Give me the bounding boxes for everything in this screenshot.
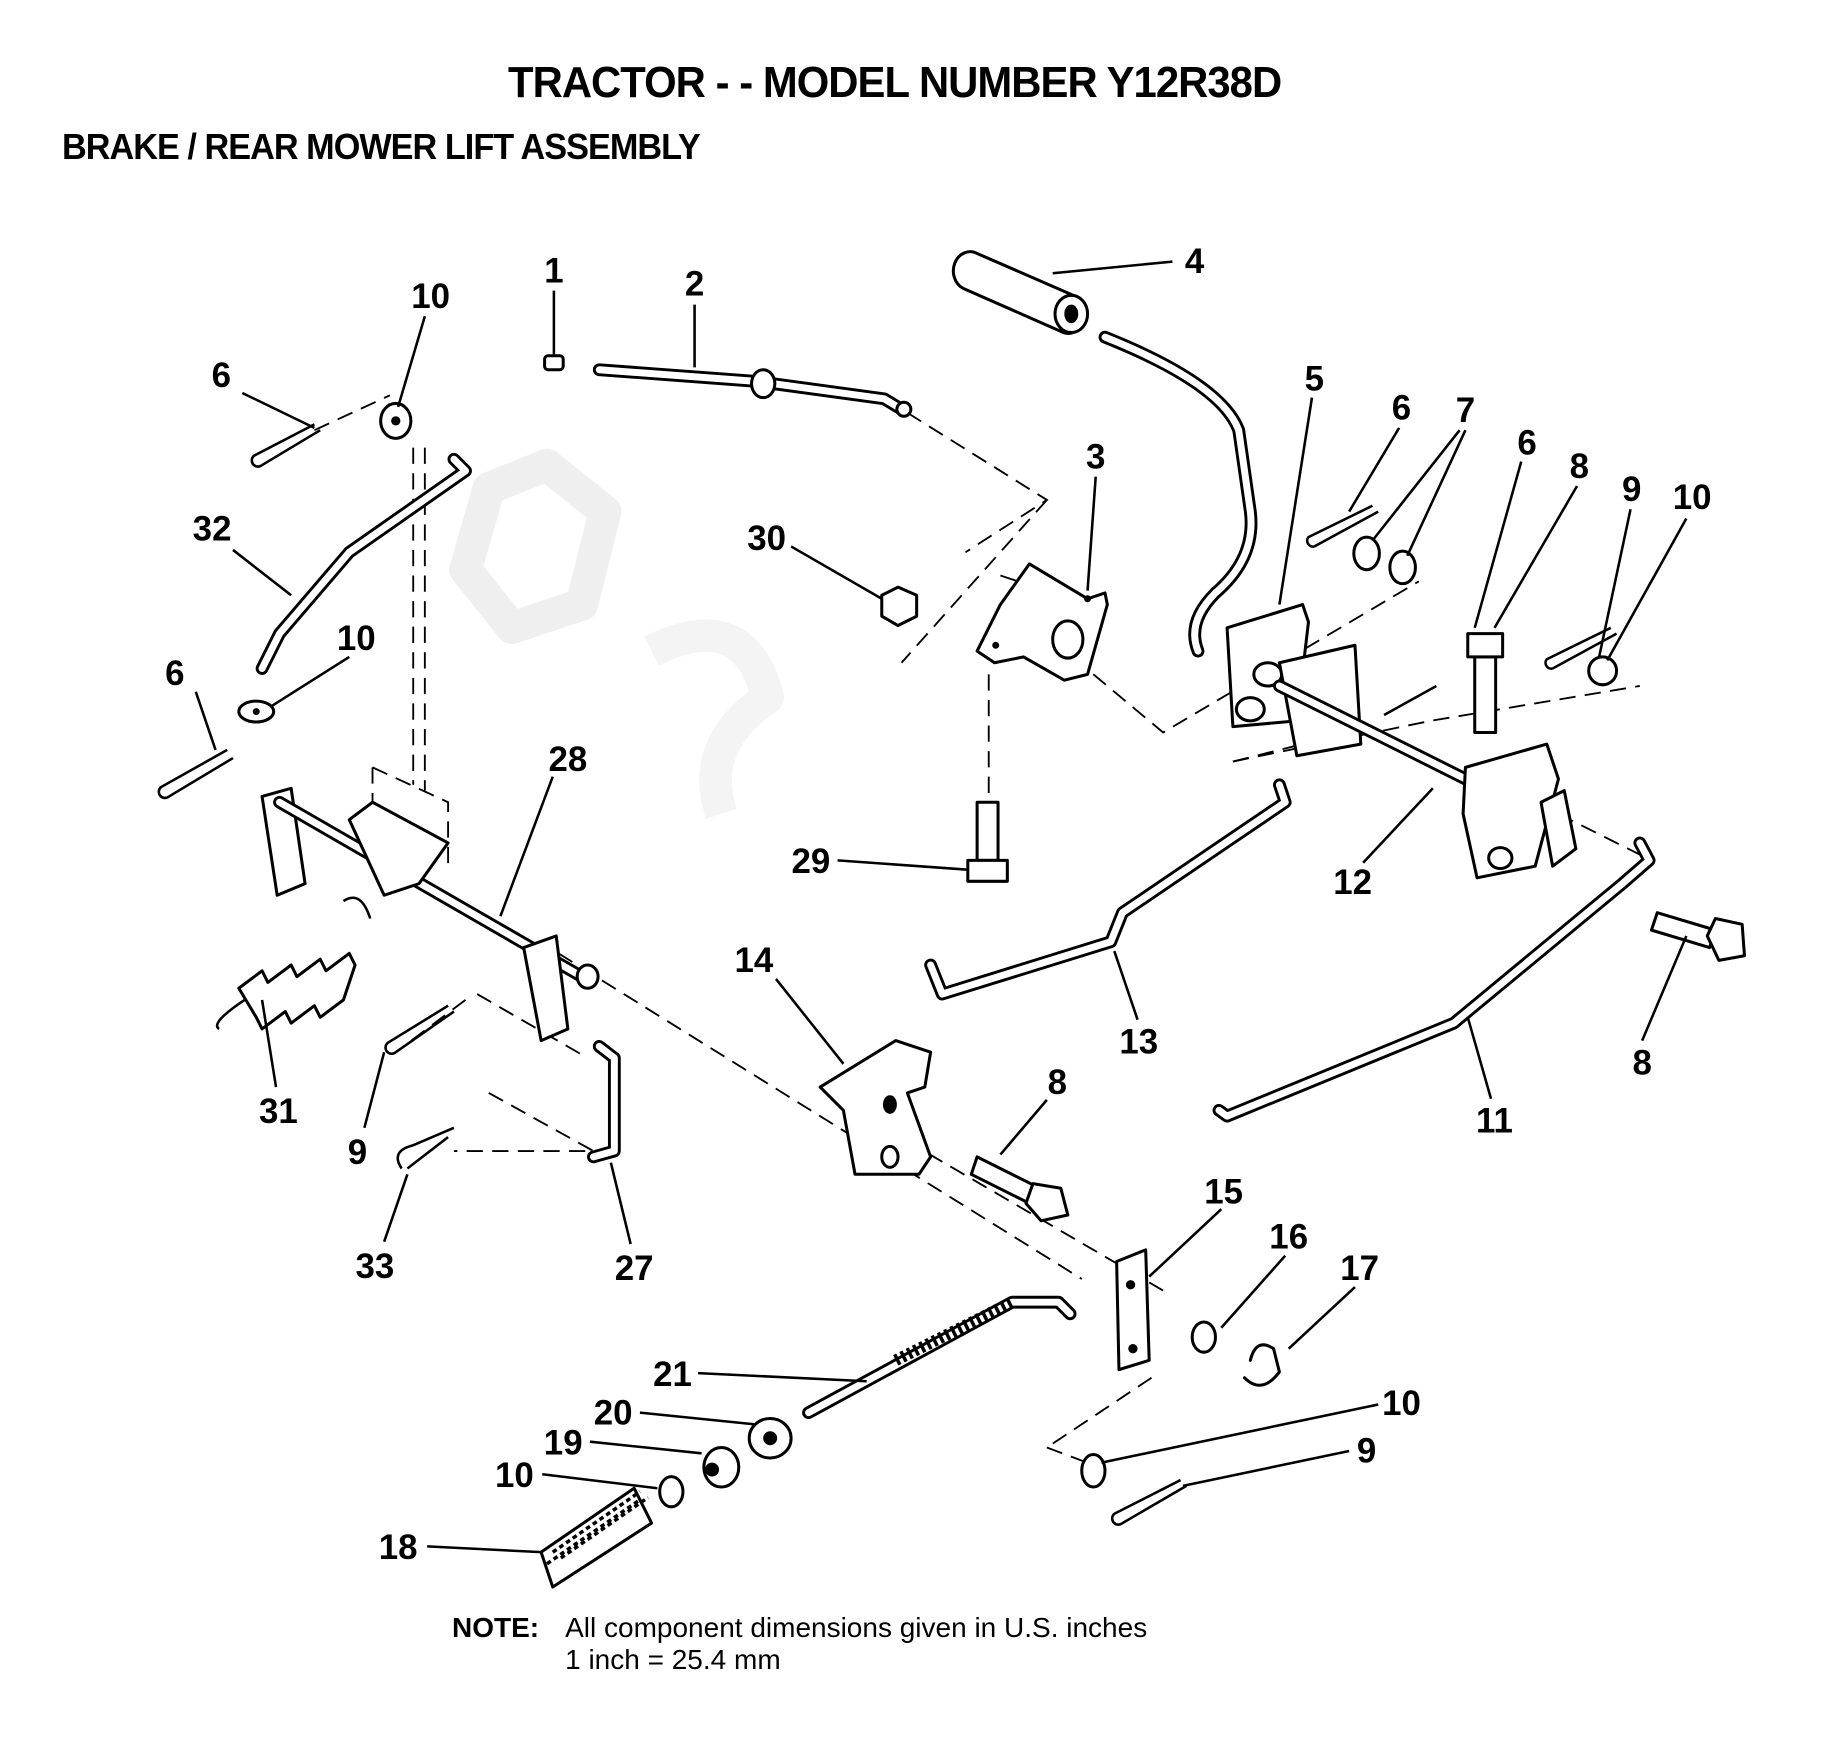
assembly-title: BRAKE / REAR MOWER LIFT ASSEMBLY (62, 126, 701, 167)
callout: 6 (1392, 389, 1411, 428)
callout: 7 (1456, 391, 1475, 430)
part-4-lift-handle-grip (951, 250, 1090, 335)
callout: 27 (615, 1249, 654, 1288)
callout: 10 (1382, 1384, 1421, 1423)
callout: 28 (548, 740, 587, 779)
callout: 8 (1632, 1043, 1651, 1082)
part-30-nut (880, 585, 919, 628)
callout: 1 (544, 252, 563, 291)
callout: 8 (1048, 1063, 1067, 1102)
dimension-note: NOTE: All component dimensions given in … (452, 1612, 1147, 1676)
callout: 2 (685, 264, 704, 303)
part-11-rod (1212, 836, 1656, 1123)
callout-labels: 1 2 4 10 6 5 6 7 6 8 9 10 3 30 32 10 6 2… (165, 242, 1711, 1567)
callout: 9 (1622, 470, 1641, 509)
callout: 6 (1517, 424, 1536, 463)
callout: 6 (165, 654, 184, 693)
part-13-rod (924, 778, 1292, 1001)
callout: 10 (337, 619, 376, 658)
part-1-grease-fitting (543, 354, 565, 372)
callout: 8 (1570, 447, 1589, 486)
callout: 3 (1086, 438, 1105, 477)
part-8-bolt-right (1649, 911, 1746, 962)
part-27-link (587, 1040, 621, 1164)
part-19-nut (702, 1446, 741, 1489)
part-10-washers (237, 401, 1619, 1509)
callout-leaders (194, 260, 1688, 1554)
part-29-bolt (966, 800, 1009, 883)
callout: 11 (1476, 1101, 1513, 1140)
page-title: TRACTOR - - MODEL NUMBER Y12R38D (508, 58, 1282, 107)
callout: 10 (411, 277, 450, 316)
callout: 19 (544, 1423, 583, 1462)
part-21-rod (802, 1295, 1077, 1420)
part-28-brake-shaft (260, 786, 600, 1043)
part-32-rod (255, 452, 472, 675)
callout: 12 (1333, 863, 1372, 902)
callout: 29 (791, 842, 830, 881)
callout: 16 (1269, 1218, 1308, 1257)
part-6-cotter-pins (157, 423, 1437, 800)
part-15-bracket (1115, 1248, 1151, 1372)
part-12-lift-shaft-assembly (1273, 643, 1578, 880)
callout: 13 (1119, 1022, 1158, 1061)
callout: 18 (379, 1528, 418, 1567)
part-5-lift-lever (1098, 330, 1310, 729)
callout: 14 (734, 941, 773, 980)
callout: 33 (355, 1247, 394, 1286)
part-9-cotter-pins (384, 626, 1618, 1526)
callout: 4 (1185, 242, 1205, 281)
part-18-spring (539, 1486, 654, 1589)
part-17-clip (1243, 1343, 1281, 1387)
callout: 20 (594, 1393, 633, 1432)
part-31-spring (215, 896, 372, 1031)
callout: 31 (259, 1092, 298, 1131)
watermark-logo (449, 448, 785, 820)
callout: 21 (653, 1355, 692, 1394)
callout: 17 (1340, 1249, 1379, 1288)
part-33-clip (396, 1126, 455, 1170)
callout: 30 (747, 519, 786, 558)
note-line-1: All component dimensions given in U.S. i… (565, 1612, 1148, 1643)
callout: 9 (1357, 1432, 1376, 1471)
part-7-washers (1352, 535, 1417, 586)
callout: 15 (1204, 1172, 1243, 1211)
callout: 10 (1673, 478, 1712, 517)
callout: 9 (348, 1133, 367, 1172)
part-3-bracket (975, 562, 1109, 682)
part-8-bolt-lower (969, 1155, 1070, 1223)
note-line-2: 1 inch = 25.4 mm (565, 1644, 781, 1675)
part-14-bracket (818, 1039, 933, 1176)
callout: 32 (193, 510, 232, 549)
callout: 10 (495, 1456, 534, 1495)
part-8-bolt-upper (1466, 632, 1505, 734)
note-label: NOTE: (452, 1612, 540, 1643)
callout: 5 (1305, 360, 1324, 399)
part-2-brake-rod (592, 363, 913, 418)
part-20-nut (747, 1416, 793, 1460)
callout: 6 (212, 356, 231, 395)
